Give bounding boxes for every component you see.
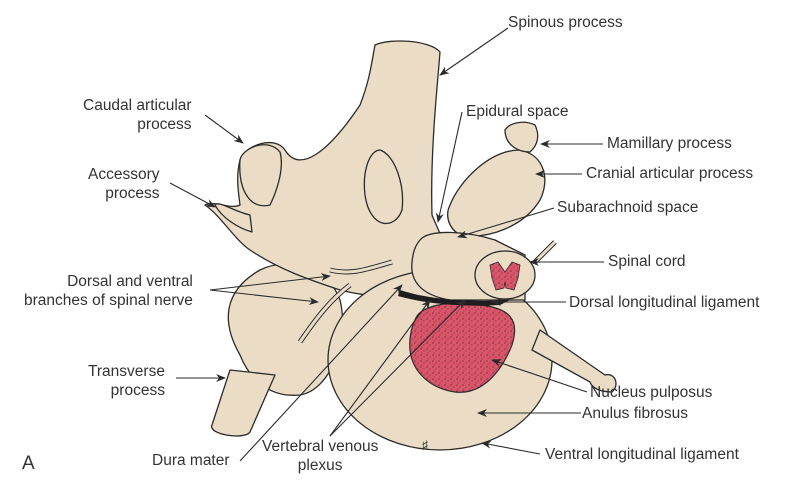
- leader-subarachnoid: [457, 207, 555, 239]
- vertebra-body-group: [204, 40, 617, 451]
- leader-venous-1: [329, 299, 431, 437]
- label-line: Cranial articular process: [586, 165, 754, 182]
- label-dorsal-ventral-branches: Dorsal and ventral branches of spinal ner…: [24, 272, 193, 310]
- label-line: Caudal articular: [83, 97, 192, 114]
- label-caudal-articular-process: Caudal articular process: [83, 96, 192, 134]
- label-line: Dorsal longitudinal ligament: [569, 294, 760, 311]
- leader-dorsal-branch: [209, 273, 331, 291]
- label-nucleus-pulposus: Nucleus pulposus: [590, 383, 712, 402]
- nerve-root-right-fill: [533, 240, 557, 264]
- label-line: Subarachnoid space: [557, 199, 699, 216]
- leader-nucleus: [491, 359, 588, 393]
- transverse-process-shape: [211, 369, 276, 437]
- leader-ventral-branch: [209, 289, 319, 305]
- label-line: Epidural space: [466, 103, 569, 120]
- label-epidural-space: Epidural space: [466, 102, 569, 121]
- label-line: Anulus fibrosus: [582, 405, 688, 422]
- label-line: process: [110, 382, 165, 399]
- label-spinal-cord: Spinal cord: [608, 252, 686, 271]
- nerve-root-ventral-fill: [298, 283, 351, 343]
- label-line: branches of spinal nerve: [24, 292, 193, 309]
- label-line: Nucleus pulposus: [590, 384, 713, 401]
- label-line: Dorsal and ventral: [67, 273, 193, 290]
- leader-caudal-articular: [204, 114, 244, 144]
- leader-ventral-long-lig: [481, 440, 541, 455]
- label-line: process: [105, 185, 160, 202]
- label-line: Vertebral venous: [262, 438, 379, 455]
- nerve-root-dorsal-fill: [329, 260, 393, 274]
- mid-articular-process: [363, 149, 404, 225]
- label-subarachnoid-space: Subarachnoid space: [557, 198, 698, 217]
- label-spinous-process: Spinous process: [508, 13, 623, 32]
- caudal-vertebral-body: [227, 263, 344, 396]
- caudal-articular-knob: [239, 144, 282, 207]
- label-line: Ventral longitudinal ligament: [545, 446, 739, 463]
- label-dorsal-longitudinal-ligament: Dorsal longitudinal ligament: [569, 293, 759, 312]
- label-line: process: [137, 116, 192, 133]
- gray-matter-shape: [489, 261, 521, 291]
- leader-dura: [239, 284, 403, 462]
- label-cranial-articular-process: Cranial articular process: [586, 164, 753, 183]
- label-dura-mater: Dura mater: [152, 451, 230, 470]
- label-line: Mamillary process: [607, 135, 732, 152]
- label-line: Spinous process: [508, 14, 623, 31]
- label-line: Accessory: [88, 166, 160, 183]
- leader-venous-2: [329, 299, 466, 437]
- label-line: Spinal cord: [608, 253, 686, 270]
- label-vertebral-venous-plexus: Vertebral venous plexus: [262, 437, 378, 475]
- label-line: plexus: [297, 457, 343, 474]
- leader-accessory: [169, 182, 216, 208]
- label-line: Dura mater: [152, 452, 230, 469]
- right-transverse-process: [531, 329, 617, 393]
- label-mamillary-process: Mamillary process: [607, 134, 732, 153]
- cranial-articular-shape: [447, 149, 546, 237]
- leader-spinous: [439, 27, 509, 76]
- panel-label: A: [22, 453, 35, 474]
- leader-epidural: [436, 111, 463, 223]
- mark-symbol: ♯: [422, 438, 428, 452]
- label-ventral-longitudinal-ligament: Ventral longitudinal ligament: [545, 445, 739, 464]
- label-line: Transverse: [88, 363, 165, 380]
- leader-lines: [169, 27, 604, 462]
- mamillary-shape: [504, 121, 539, 153]
- label-anulus-fibrosus: Anulus fibrosus: [582, 404, 688, 423]
- accessory-process-shape: [214, 203, 253, 233]
- label-transverse-process: Transverse process: [88, 362, 165, 400]
- label-accessory-process: Accessory process: [88, 165, 160, 203]
